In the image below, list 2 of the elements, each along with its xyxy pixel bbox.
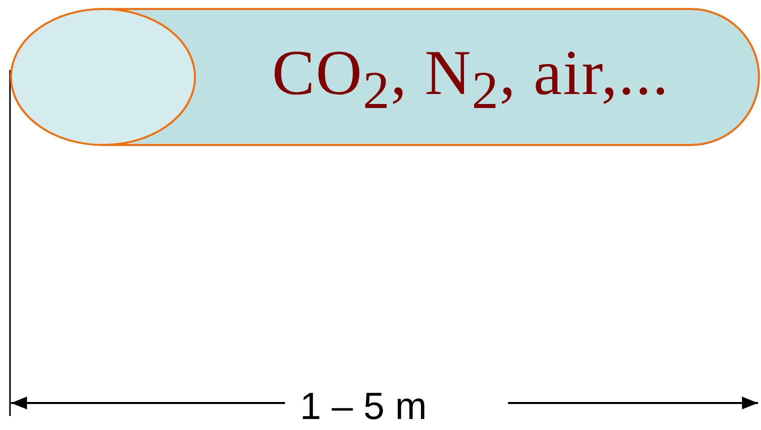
gas-list-text: CO$_{2}$, N$_{2}$, air,... [272, 36, 670, 121]
dimension-label: 1 – 5 m [300, 388, 427, 426]
